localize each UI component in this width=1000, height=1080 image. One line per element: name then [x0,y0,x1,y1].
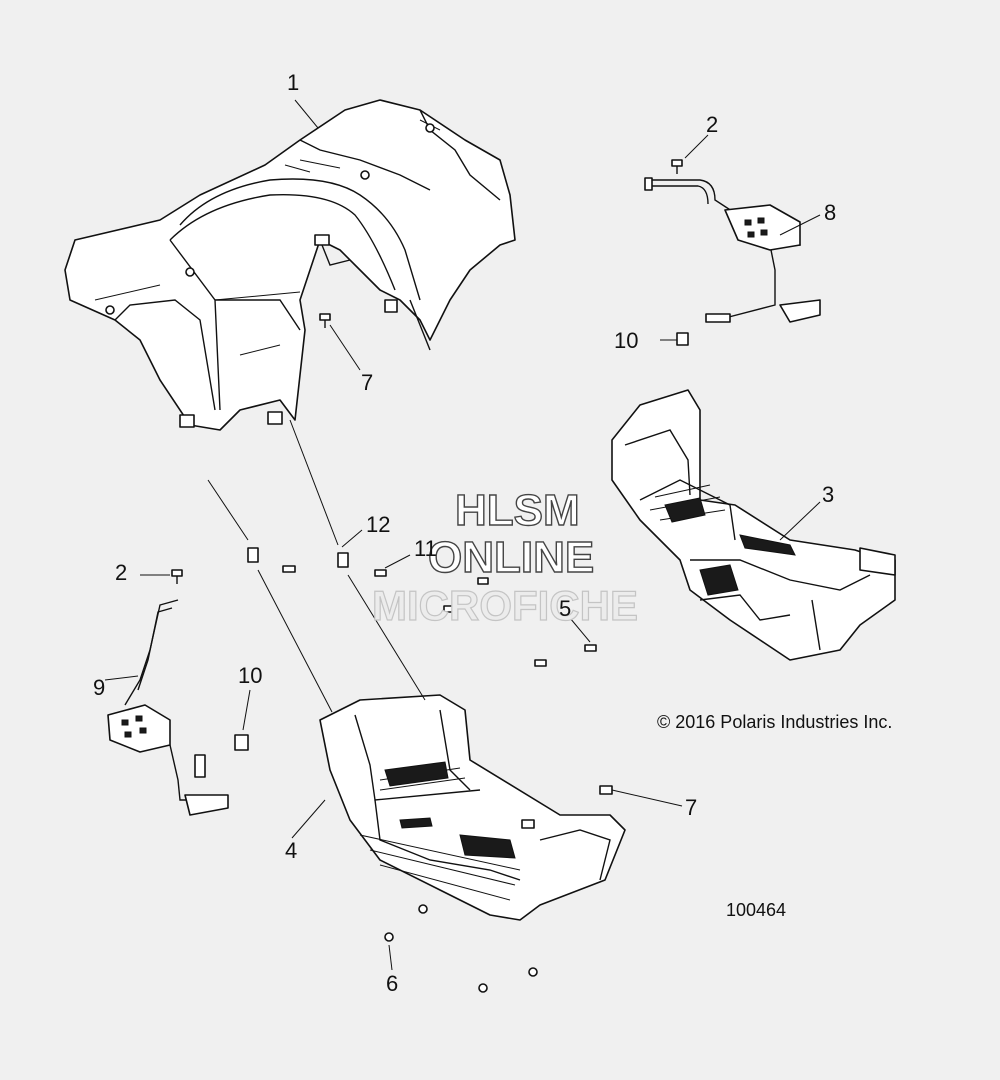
part-2-screw-top [671,134,709,174]
callout-11: 11 [414,536,437,561]
callout-7-bottom: 7 [685,795,697,820]
callout-2-left: 2 [115,560,127,585]
callout-2-top: 2 [706,112,718,137]
callout-1: 1 [287,70,299,95]
part-8-right-bracket [644,177,821,323]
callout-4: 4 [285,838,297,863]
watermark-line-1: HLSM [455,486,580,535]
watermark-line-2: ONLINE [428,533,594,582]
figure-number: 100464 [726,900,786,920]
part-9-left-bracket [107,599,249,816]
part-3-right-footwell [611,389,896,661]
assembly-lines [104,99,821,839]
part-1-rear-cab [64,99,516,431]
callout-6: 6 [386,971,398,996]
callout-8: 8 [824,200,836,225]
callout-10-left: 10 [238,663,262,688]
watermark-line-3: MICROFICHE [372,582,638,629]
part-4-left-footwell [319,694,626,921]
callout-12: 12 [366,512,390,537]
part-2-screw-left [140,569,183,584]
callout-9: 9 [93,675,105,700]
part-7-screw-top [319,313,361,371]
callout-7-top: 7 [361,370,373,395]
callout-5: 5 [559,596,571,621]
part-10-bushing-left [242,689,251,731]
callout-10-top: 10 [614,328,638,353]
callouts: 1 2 8 10 7 3 12 11 2 5 10 9 7 4 6 [93,70,836,996]
part-10-bushing-top [660,332,689,346]
copyright-notice: © 2016 Polaris Industries Inc. [657,712,892,732]
watermark: HLSM ONLINE MICROFICHE [371,485,638,629]
fasteners [247,529,683,993]
callout-3: 3 [822,482,834,507]
